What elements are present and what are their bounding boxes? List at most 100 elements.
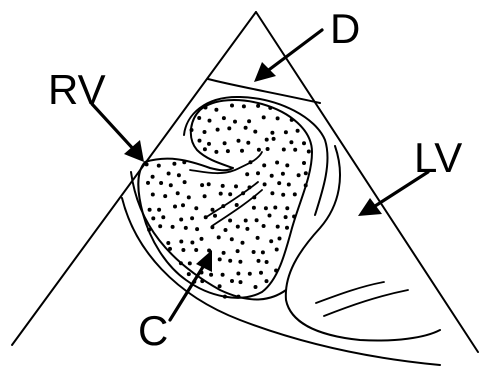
label-lv: LV <box>414 134 462 181</box>
stipple-dot <box>281 172 285 176</box>
stipple-dot <box>216 128 220 132</box>
stipple-dot <box>181 203 185 207</box>
stipple-dot <box>302 141 306 145</box>
stipple-dot <box>293 148 297 152</box>
stipple-dot <box>239 280 243 284</box>
stipple-dot <box>277 181 281 185</box>
stipple-dot <box>222 116 226 120</box>
stipple-dot <box>268 106 272 110</box>
stipple-dot <box>274 269 278 273</box>
lv-strand-1 <box>316 282 384 303</box>
stipple-dot <box>249 160 253 164</box>
stipple-dot <box>242 104 246 108</box>
stipple-dot <box>171 225 175 229</box>
stipple-dot <box>252 195 256 199</box>
stipple-dot <box>289 140 293 144</box>
stipple-dot <box>293 192 297 196</box>
stipple-dot <box>190 128 194 132</box>
stipple-dot <box>304 183 308 187</box>
stipple-dot <box>179 240 183 244</box>
stipple-dot <box>252 206 256 210</box>
stipple-dot <box>179 218 183 222</box>
stipple-dot <box>266 147 270 151</box>
stipple-dot <box>285 206 289 210</box>
stipple-dot <box>256 236 260 240</box>
stipple-dot <box>228 259 232 263</box>
stipple-dot <box>241 241 245 245</box>
stipple-dot <box>224 228 228 232</box>
stipple-dot <box>214 150 218 154</box>
stipple-dot <box>145 162 149 166</box>
stipple-dot <box>187 195 191 199</box>
stipple-dot <box>236 249 240 253</box>
stipple-dot <box>272 137 276 141</box>
stipple-dot <box>238 260 242 264</box>
stipple-dot <box>211 208 215 212</box>
stipple-dot <box>246 141 250 145</box>
stipple-dot <box>302 161 306 165</box>
stipple-dot <box>230 237 234 241</box>
stipple-dot <box>233 120 237 124</box>
stipple-dot <box>218 284 222 288</box>
stipple-dot <box>270 131 274 135</box>
mass-c-outline <box>138 100 312 298</box>
stipple-dot <box>270 174 274 178</box>
stipple-dot <box>197 116 201 120</box>
stipple-dot <box>203 130 207 134</box>
stipple-dot <box>263 182 267 186</box>
stipple-dot <box>157 208 161 212</box>
stipple-dot <box>147 228 151 232</box>
stipple-dot <box>226 149 230 153</box>
stipple-dot <box>187 272 191 276</box>
stipple-dot <box>265 260 269 264</box>
stipple-dot <box>177 173 181 177</box>
stipple-dot <box>275 248 279 252</box>
stipple-dot <box>181 248 185 252</box>
stipple-dot <box>157 164 161 168</box>
stipple-dot <box>221 204 225 208</box>
stipple-dot <box>240 149 244 153</box>
stipple-dot <box>151 193 155 197</box>
imaging-sector <box>12 12 478 352</box>
stipple-dot <box>219 192 223 196</box>
stipple-dot <box>168 247 172 251</box>
stipple-dot <box>172 162 176 166</box>
stipple-dot <box>273 206 277 210</box>
stipple-dot <box>218 257 222 261</box>
stipple-dot <box>264 206 268 210</box>
stipple-dot <box>213 214 217 218</box>
stipple-dot <box>204 215 208 219</box>
stipple-dot <box>234 184 238 188</box>
stipple-dot <box>236 272 240 276</box>
stipple-dot <box>198 139 202 143</box>
stipple-dot <box>307 150 311 154</box>
stipple-dot <box>259 271 263 275</box>
stipple-dot <box>257 148 261 152</box>
stipple-dot <box>276 225 280 229</box>
stipple-dot <box>194 248 198 252</box>
stipple-dot <box>254 285 258 289</box>
stipple-dot <box>261 250 265 254</box>
label-c: C <box>138 307 168 354</box>
lv-strand-2 <box>324 290 408 316</box>
arrow-d <box>254 30 322 82</box>
stipple-dot <box>265 279 269 283</box>
stipple-dot <box>284 215 288 219</box>
stipple-dot <box>245 172 249 176</box>
stipple-dot <box>221 273 225 277</box>
stipple-dot <box>290 118 294 122</box>
stipple-dot <box>222 251 226 255</box>
stipple-dot <box>256 104 260 108</box>
stipple-dot <box>292 215 296 219</box>
stipple-dot <box>203 147 207 151</box>
stipple-dot <box>282 148 286 152</box>
stipple-dot <box>194 206 198 210</box>
stipple-dot <box>253 130 257 134</box>
stipple-dot <box>182 160 186 164</box>
stipple-dot <box>270 191 274 195</box>
stipple-dot <box>228 219 232 223</box>
stipple-dot <box>190 216 194 220</box>
stipple-dot <box>214 108 218 112</box>
stipple-dot <box>276 116 280 120</box>
